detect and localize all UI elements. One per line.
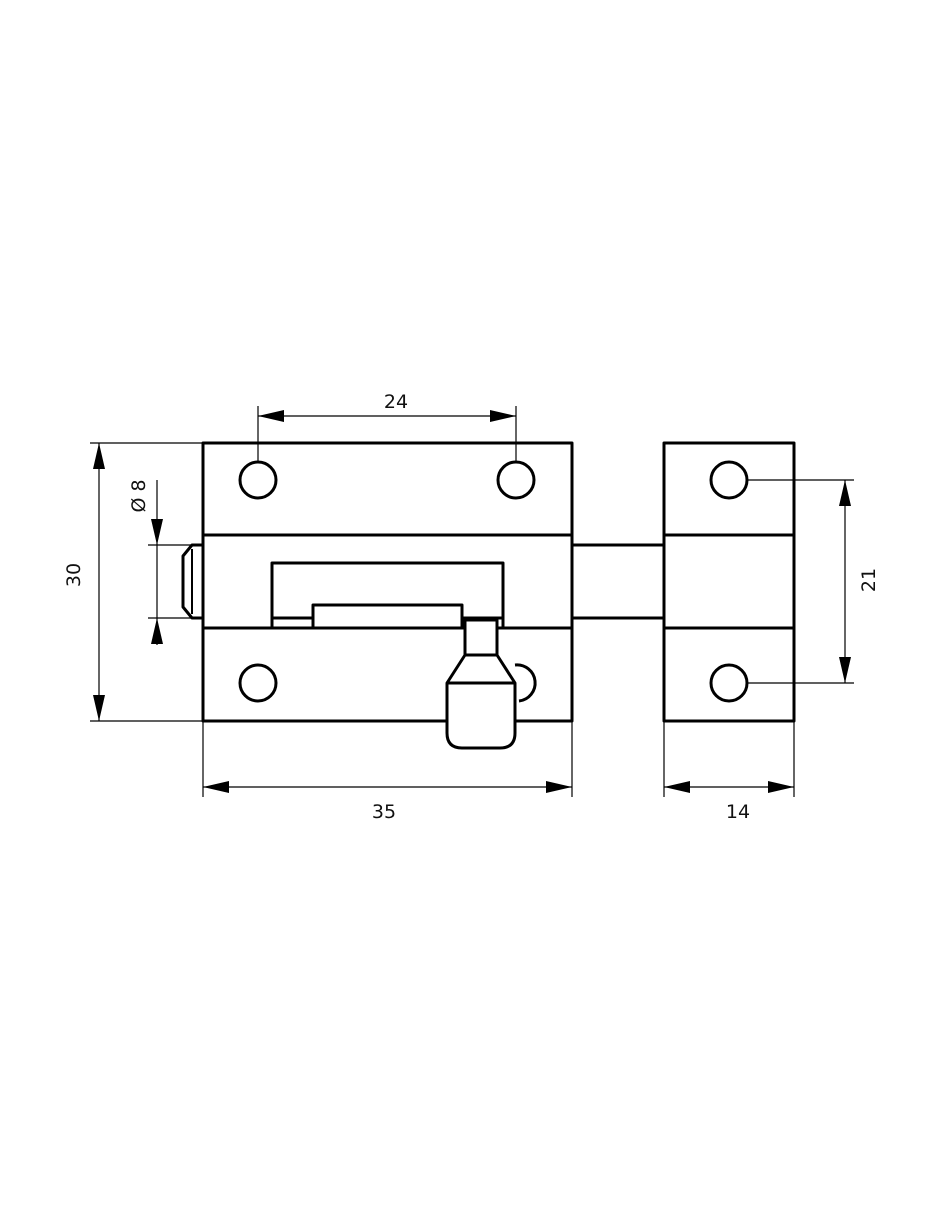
screw-hole — [709, 663, 749, 703]
bolt-slide — [311, 603, 464, 628]
bolt-rod — [572, 543, 664, 620]
dimension-label: 35 — [372, 801, 396, 823]
screw-hole — [238, 663, 278, 703]
screw-hole — [709, 460, 749, 500]
screw-hole — [496, 460, 536, 500]
dimension-diameter-8: Ø 8 — [128, 479, 195, 645]
dimension-30: 30 — [63, 442, 203, 722]
dimension-label: 14 — [726, 801, 750, 823]
dimension-21: 21 — [748, 479, 880, 684]
screw-hole-partial — [514, 663, 537, 703]
dimension-label: 24 — [384, 391, 408, 413]
bolt-body — [201, 441, 574, 723]
dimension-14: 14 — [663, 721, 795, 823]
screw-hole — [238, 460, 278, 500]
dimension-24: 24 — [257, 391, 517, 462]
bolt-knob — [445, 618, 517, 750]
dimension-label: Ø 8 — [128, 479, 150, 512]
keeper — [662, 441, 796, 723]
dimension-label: 30 — [63, 563, 85, 587]
dimension-35: 35 — [202, 721, 573, 823]
dimension-label: 21 — [858, 568, 880, 592]
bolt-slot — [270, 561, 505, 628]
